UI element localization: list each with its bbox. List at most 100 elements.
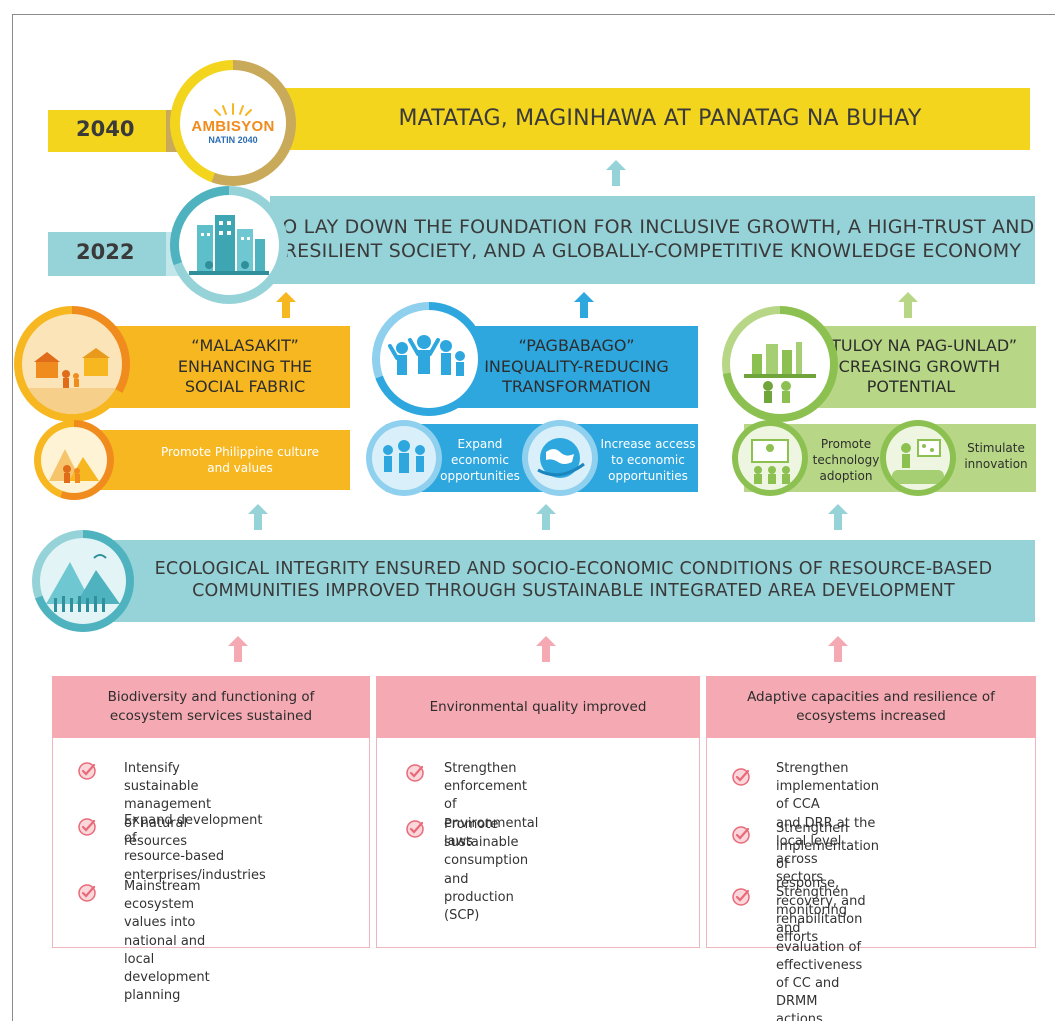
goal-year-box	[48, 232, 166, 276]
pillar-title-line1: “PAGBABAGO”	[518, 335, 635, 355]
outcome-body	[376, 738, 700, 948]
check-icon	[78, 884, 96, 902]
pillar-title-line1: “MALASAKIT”	[191, 335, 299, 355]
outcome-header-line1: Environmental quality improved	[429, 698, 647, 715]
strategy-line3: opportunities	[608, 469, 688, 484]
action-line: Intensify sustainable management	[124, 761, 212, 813]
goal-year: 2022	[76, 240, 135, 264]
pillar-title-line2: ENHANCING THE	[177, 356, 313, 376]
action-item: Strengthen enforcement of environmental …	[444, 760, 538, 851]
action-line: response, recovery, and rehabilitation	[776, 875, 866, 927]
pillar-title-line2: INCREASING GROWTH	[821, 356, 1001, 376]
action-line: Strengthen enforcement of	[444, 761, 527, 813]
goal-banner: TO LAY DOWN THE FOUNDATION FOR INCLUSIVE…	[270, 196, 1035, 284]
goal-title-line2: RESILIENT SOCIETY, AND A GLOBALLY-COMPET…	[283, 240, 1022, 262]
city-illustration	[179, 195, 279, 295]
up-arrow-icon	[898, 292, 918, 318]
ambisyon-logo: AMBISYON NATIN 2040	[180, 70, 286, 176]
sector-goal-line1: ECOLOGICAL INTEGRITY ENSURED AND SOCIO-E…	[154, 559, 993, 580]
vision-year: 2040	[76, 117, 135, 141]
village-houses-icon	[22, 348, 122, 414]
check-icon	[406, 820, 424, 838]
action-line: Mainstream ecosystem values into	[124, 879, 201, 931]
mountains-illustration	[40, 538, 126, 624]
sector-goal-line2: COMMUNITIES IMPROVED THROUGH SUSTAINABLE…	[192, 581, 955, 601]
goal-title-line1: TO LAY DOWN THE FOUNDATION FOR INCLUSIVE…	[270, 216, 1035, 239]
pillar-title-line3: SOCIAL FABRIC	[184, 377, 306, 397]
outcome-header: Biodiversity and functioning of ecosyste…	[52, 676, 370, 738]
happy-people-illustration	[380, 310, 478, 408]
strategy-box: Promote Philippine culture and values	[80, 430, 350, 490]
strategy-line3: adoption	[819, 469, 873, 484]
figure-frame	[12, 14, 1055, 1021]
check-icon	[732, 888, 750, 906]
village-illustration	[22, 314, 122, 414]
happy-people-icon	[388, 335, 465, 376]
action-item: Strengthen implementation of CCA and DRR…	[776, 760, 879, 887]
logo-text-bottom: NATIN 2040	[208, 135, 258, 145]
action-item: Promote sustainable consumption and prod…	[444, 816, 528, 925]
pillar-title-line3: TRANSFORMATION	[502, 377, 651, 397]
check-icon	[78, 818, 96, 836]
outcome-header-line1: Biodiversity and functioning of	[107, 689, 315, 706]
action-line: Strengthen implementation of CCA	[776, 761, 880, 813]
strategy-line2: technology	[812, 453, 880, 468]
action-line: efforts	[776, 930, 819, 946]
pillar-title-line1: “PATULOY NA PAG-UNLAD”	[804, 335, 1018, 355]
group-people-icon	[383, 440, 425, 473]
up-arrow-icon	[276, 292, 296, 318]
city-buildings-icon	[189, 215, 269, 275]
vision-year-box	[48, 110, 166, 152]
strategy-line1: Expand	[457, 437, 503, 451]
up-arrow-icon	[828, 504, 848, 530]
strategy-line2: and values	[207, 461, 273, 475]
action-line: of natural resources	[124, 815, 188, 849]
vision-banner: MATATAG, MAGINHAWA AT PANATAG NA BUHAY	[270, 88, 1030, 150]
action-line: national and local development	[124, 933, 210, 985]
sector-goal-banner: ECOLOGICAL INTEGRITY ENSURED AND SOCIO-E…	[72, 540, 1035, 622]
action-line: Strengthen implementation of	[776, 821, 880, 873]
action-line: (SCP)	[444, 907, 480, 923]
strategy-line1: Increase access	[600, 437, 696, 451]
technology-illustration	[738, 426, 802, 490]
strategy-line1: Stimulate	[967, 441, 1025, 455]
check-icon	[732, 826, 750, 844]
action-item: Expand development of resource-based ent…	[124, 812, 266, 885]
check-icon	[78, 762, 96, 780]
pillar-title-line3: POTENTIAL	[866, 377, 956, 397]
culture-illustration	[41, 427, 107, 493]
action-line: Expand development of	[124, 813, 263, 847]
up-arrow-icon	[536, 636, 556, 662]
logo-text-top: AMBISYON	[191, 118, 275, 135]
up-arrow-icon	[248, 504, 268, 530]
culture-people-icon	[49, 449, 99, 483]
action-line: enterprises/industries	[124, 867, 266, 883]
strategy-line2: innovation	[964, 457, 1028, 472]
vision-title: MATATAG, MAGINHAWA AT PANATAG NA BUHAY	[398, 106, 922, 132]
action-item: Strengthen implementation of response, r…	[776, 820, 879, 947]
outcome-header-line2: ecosystems increased	[796, 708, 946, 724]
outcome-body	[706, 738, 1036, 948]
action-line: environmental laws	[444, 815, 539, 849]
action-item: Strengthen monitoring and evaluation of …	[776, 884, 862, 1021]
action-line: Strengthen monitoring and	[776, 885, 849, 937]
action-line: and DRR at the local level across	[776, 815, 876, 867]
check-icon	[732, 768, 750, 786]
outcome-header: Adaptive capacities and resilience of ec…	[706, 676, 1036, 738]
globe-icon	[537, 438, 585, 478]
pillar-title-line2: INEQUALITY-REDUCING	[484, 356, 669, 376]
outcome-header-line1: Adaptive capacities and resilience of	[747, 689, 995, 706]
action-line: evaluation of effectiveness of CC and	[776, 939, 863, 991]
outcome-body	[52, 738, 370, 948]
action-line: planning	[124, 988, 181, 1004]
strategy-line1: Promote	[820, 437, 872, 451]
action-line: resource-based	[124, 849, 225, 865]
outcome-header-line2: ecosystem services sustained	[109, 708, 313, 724]
up-arrow-icon	[228, 636, 248, 662]
sun-rays-icon	[214, 103, 252, 116]
check-icon	[406, 764, 424, 782]
action-line: DRMM actions	[776, 994, 823, 1021]
action-line: sectors	[776, 870, 824, 886]
pillar-title-box: “PAGBABAGO” INEQUALITY-REDUCING TRANSFOR…	[455, 326, 698, 408]
up-arrow-icon	[574, 292, 594, 318]
